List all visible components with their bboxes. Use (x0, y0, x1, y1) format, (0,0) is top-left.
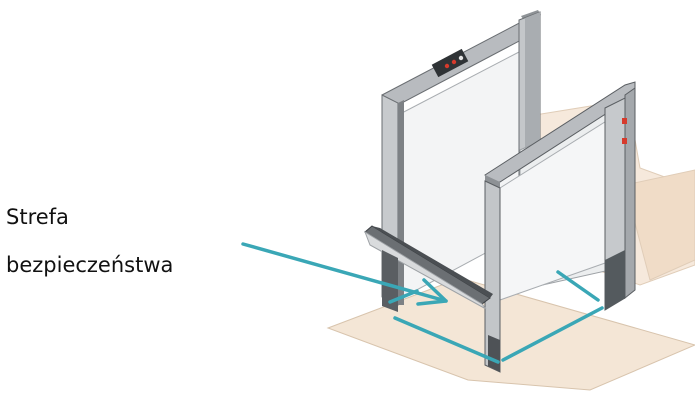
panel-light-3 (458, 55, 464, 61)
control-panel (431, 48, 469, 78)
panel-light-1 (444, 63, 450, 69)
room-floor-right (624, 169, 695, 281)
floor-plate (326, 277, 695, 391)
front-portal (484, 81, 636, 373)
pointer-arrow (241, 242, 448, 306)
panel-light-2 (451, 59, 457, 65)
safety-bar (364, 225, 493, 310)
safety-zone-label-line-1: Strefa (6, 205, 69, 229)
side-indicator-2 (622, 138, 627, 144)
safety-zone-label-line-2: bezpieczeństwa (6, 253, 174, 277)
side-indicator-1 (622, 118, 627, 124)
